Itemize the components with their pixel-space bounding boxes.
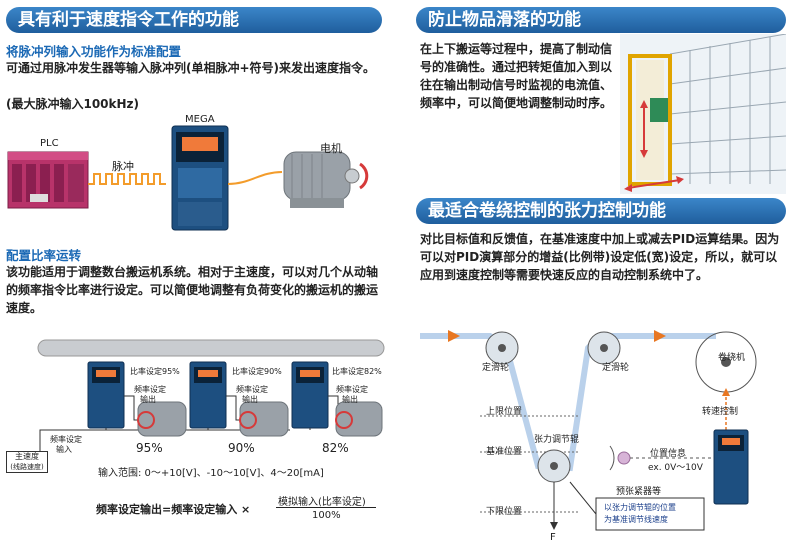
force-label: F (550, 532, 556, 543)
unit3-out2: 输出 (342, 395, 358, 404)
slip-illustration (620, 34, 786, 194)
unit1-out: 频率设定 (134, 385, 166, 394)
mega-inverter (171, 125, 229, 231)
pulse-label: 脉冲 (112, 160, 134, 173)
motor-cable (227, 171, 283, 185)
base-label: 基准位置 (486, 447, 523, 457)
pulley1-label: 定滑轮 (482, 363, 510, 373)
pulse-body: 可通过用脉冲发生器等输入脉冲列(单相脉冲+符号)来发出速度指令。 (6, 61, 376, 75)
slip-header: 防止物品滑落的功能 (416, 7, 786, 33)
note1-label: 以张力调节辊的位置 (604, 503, 676, 512)
freq-input-label2: 输入 (56, 445, 72, 454)
unit2-ratio: 比率设定90% (232, 367, 282, 376)
left-header: 具有利于速度指令工作的功能 (6, 7, 382, 33)
pulley2-label: 定滑轮 (602, 363, 630, 373)
motor-unit (283, 151, 369, 208)
unit2-out2: 输出 (242, 395, 258, 404)
winder-label: 卷绕机 (718, 353, 746, 363)
ratio-body: 该功能适用于调整数台搬运机系统。相对于主速度，可以对几个从动轴的频率指令比率进行… (6, 265, 379, 315)
position-sensor (617, 451, 631, 465)
pulse-note: (最大脉冲输入100kHz) (6, 97, 140, 111)
unit2-out: 频率设定 (236, 385, 268, 394)
unit1-out2: 输出 (140, 395, 156, 404)
note2-label: 为基准调节线速度 (604, 515, 668, 524)
formula-den: 100% (312, 510, 341, 521)
tension-body: 对比目标值和反馈值，在基准速度中加上或减去PID运算结果。因为可以对PID演算部… (420, 232, 780, 282)
ratio-subtitle: 配置比率运转 (6, 248, 82, 263)
inverter-1 (87, 361, 187, 437)
slip-body: 在上下搬运等过程中，提高了制动信号的准确性。通过把转矩值加入到以往在输出制动信号… (420, 42, 613, 110)
pulse-subtitle: 将脉冲列输入功能作为标准配置 (6, 44, 182, 59)
unit3-pct: 82% (322, 441, 349, 455)
unit3-out: 频率设定 (336, 385, 368, 394)
pulse-wave (88, 173, 166, 185)
pulley-2 (587, 331, 621, 365)
preload-label: 预张紧器等 (616, 487, 662, 497)
motor-label: 电机 (320, 142, 342, 155)
input-range: 输入范围: 0～+10[V]、-10～10[V]、4～20[mA] (98, 468, 324, 479)
formula-bar (276, 507, 376, 508)
upper-label: 上限位置 (486, 407, 523, 417)
formula-left: 频率设定输出=频率设定输入 × (96, 503, 251, 516)
tension-inverter (713, 429, 749, 505)
pulley-1 (485, 331, 519, 365)
mega-label: MEGA (185, 114, 215, 125)
speed-ctrl-label: 转速控制 (702, 407, 739, 417)
unit1-ratio: 比率设定95% (130, 367, 180, 376)
tension-header: 最适合卷绕控制的张力控制功能 (416, 198, 786, 224)
main-speed: 主速度 (15, 452, 39, 461)
main-speed-box: 主速度 (线路速度) (6, 451, 48, 473)
unit2-pct: 90% (228, 441, 255, 455)
inverter-2 (189, 361, 289, 437)
inverter-3 (291, 361, 383, 437)
ratio-diagram (37, 339, 385, 452)
lower-label: 下限位置 (486, 507, 523, 517)
freq-input-label: 频率设定 (50, 435, 82, 444)
plc-unit (7, 151, 89, 209)
unit3-ratio: 比率设定82% (332, 367, 382, 376)
formula-num: 模拟输入(比率设定) (278, 497, 366, 508)
tension-diagram (420, 330, 757, 531)
dancer-label: 张力调节辊 (534, 435, 580, 445)
pos-range-label: ex. 0V～10V (648, 463, 703, 473)
line-speed: (线路速度) (10, 463, 44, 471)
unit1-pct: 95% (136, 441, 163, 455)
pos-info-label: 位置信息 (650, 449, 687, 459)
plc-label: PLC (40, 138, 59, 149)
pulse-diagram (7, 125, 369, 231)
dancer-roller (537, 449, 571, 530)
